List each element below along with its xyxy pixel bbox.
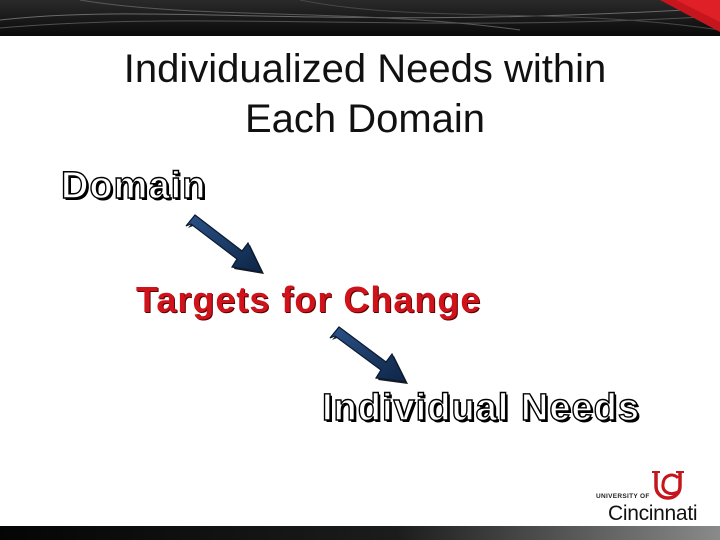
uc-monogram-logo (652, 471, 684, 500)
logo-university-of: UNIVERSITY OF (596, 493, 650, 500)
university-logo: UNIVERSITY OF Cincinnati (592, 470, 702, 526)
term-targets-for-change: Targets for Change (136, 279, 482, 320)
top-decorative-band (0, 0, 720, 36)
arrow-down-right-icon (329, 326, 408, 384)
term-individual-needs: Individual Needs (321, 386, 640, 429)
arrow-down-right-icon (185, 214, 264, 274)
slide-title: Individualized Needs within Each Domain (60, 44, 670, 144)
title-line-1: Individualized Needs within (123, 47, 607, 91)
term-domain: Domain (60, 164, 207, 207)
bottom-decorative-band (0, 526, 720, 540)
title-line-2: Each Domain (244, 97, 486, 141)
logo-cincinnati: Cincinnati (608, 502, 698, 525)
